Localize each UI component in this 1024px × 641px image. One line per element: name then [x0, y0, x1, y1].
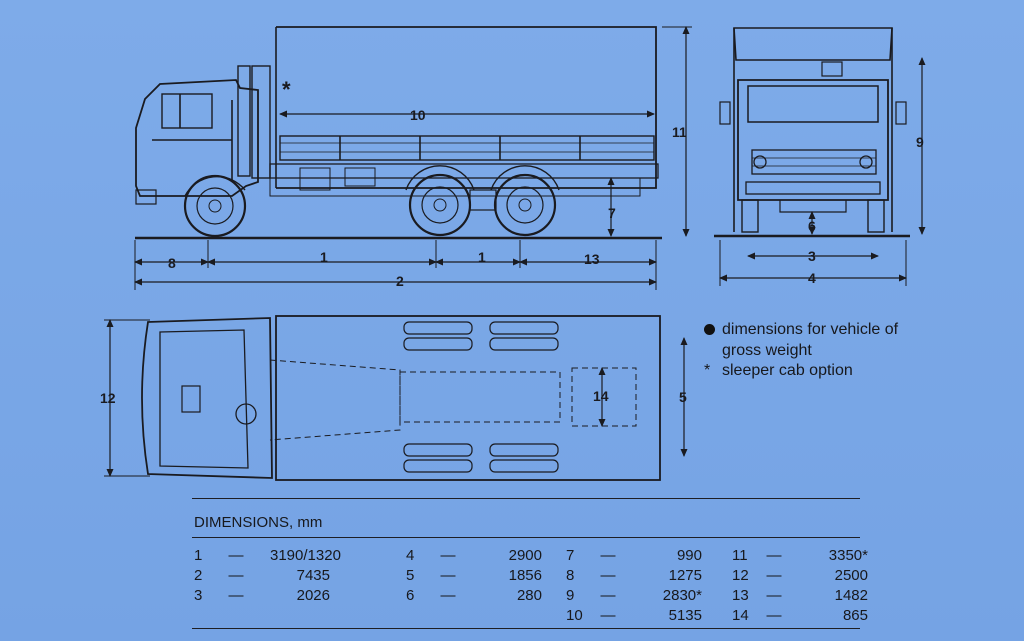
table-grid: 1 — 3190/1320 2 — 7435 3 — 2026 4 — 2900 5 — 1856 6 — 280…: [192, 538, 868, 624]
legend-line-2: gross weight: [722, 342, 812, 359]
dim-label-12: 12: [100, 390, 116, 406]
dimension-dash: —: [600, 547, 616, 564]
dimension-number: 13: [732, 587, 749, 604]
dimension-value: 865: [842, 607, 868, 624]
side-view: [134, 26, 692, 290]
front-view-dimension-labels: 9 6 3 4: [808, 134, 924, 286]
cab: [135, 79, 259, 197]
dimension-value: 1482: [834, 587, 868, 604]
exhaust-pipe: [237, 65, 251, 177]
dimension-number: 9: [566, 587, 575, 604]
dimension-value: 1856: [508, 567, 542, 584]
frame-outline: [399, 371, 561, 423]
fuel-tank: [299, 167, 331, 191]
legend-line-1: dimensions for vehicle of: [722, 321, 899, 338]
table-title-rule: [192, 537, 860, 538]
dimension-dash: —: [766, 607, 782, 624]
top-cargo-body: [275, 315, 661, 481]
table-bottom-rule: [192, 628, 860, 629]
dimension-dash: —: [766, 547, 782, 564]
table-top-rule: [192, 498, 860, 499]
dimension-value: 990: [676, 547, 702, 564]
dim-label-5: 5: [679, 389, 687, 405]
dimension-number: 14: [732, 607, 749, 624]
dim-label-11: 11: [672, 124, 687, 140]
dimension-number: 7: [566, 547, 575, 564]
dimension-number: 1: [194, 547, 203, 564]
dimension-value: 2026: [296, 587, 330, 604]
bullet-icon: [704, 324, 715, 335]
dim-label-4: 4: [808, 270, 816, 286]
side-board: [279, 135, 655, 161]
dimension-value: 280: [516, 587, 542, 604]
dimension-dash: —: [600, 607, 616, 624]
beacon: [821, 61, 843, 77]
dimension-number: 5: [406, 567, 415, 584]
top-view: [104, 315, 688, 481]
dim-label-14: 14: [593, 388, 609, 404]
dimension-number: 2: [194, 567, 203, 584]
dim-label-13: 13: [584, 251, 600, 267]
table-title: DIMENSIONS, mm: [194, 514, 323, 531]
front-cargo-body: [733, 27, 893, 61]
front-wheel: [183, 174, 247, 238]
dim-label-1a: 1: [320, 249, 328, 265]
cab-window: [161, 93, 213, 129]
dimension-number: 10: [566, 607, 583, 624]
dim-label-2: 2: [396, 273, 404, 289]
dimension-value: 2900: [508, 547, 542, 564]
legend: dimensions for vehicle of gross weight *…: [704, 320, 898, 381]
dimension-number: 11: [732, 547, 748, 564]
dimension-dash: —: [440, 547, 456, 564]
dimension-dash: —: [600, 567, 616, 584]
dimension-number: 6: [406, 587, 415, 604]
dim-label-8: 8: [168, 255, 176, 271]
dim-label-6: 6: [808, 218, 816, 234]
top-wheels: [403, 321, 559, 473]
air-intake: [251, 65, 271, 179]
sleeper-star-mark: *: [282, 77, 291, 102]
dimension-number: 8: [566, 567, 575, 584]
front-view: [714, 27, 926, 286]
windshield: [747, 85, 879, 123]
dimension-dash: —: [228, 587, 244, 604]
legend-star: *: [704, 362, 711, 379]
dimension-number: 4: [406, 547, 415, 564]
dimension-value: 3350*: [828, 547, 868, 564]
dimension-dash: —: [440, 587, 456, 604]
rear-wheel-2: [490, 165, 560, 237]
dimension-dash: —: [440, 567, 456, 584]
dimension-number: 12: [732, 567, 749, 584]
dimension-value: 7435: [296, 567, 330, 584]
dimension-value: 2500: [834, 567, 868, 584]
front-cab: [737, 79, 889, 201]
dimension-dash: —: [766, 587, 782, 604]
dimension-dash: —: [228, 567, 244, 584]
top-cab: [141, 317, 273, 479]
dim-label-3: 3: [808, 248, 816, 264]
dimension-dash: —: [228, 547, 244, 564]
dimension-value: 1275: [668, 567, 702, 584]
dimension-dash: —: [600, 587, 616, 604]
dimension-value: 2830*: [662, 587, 702, 604]
bumper: [745, 181, 881, 195]
dimension-dash: —: [766, 567, 782, 584]
side-view-dimension-labels: 10 11 7 8 1 1 13 2 *: [168, 77, 687, 289]
dimension-value: 5135: [668, 607, 702, 624]
dim-label-1b: 1: [478, 249, 486, 265]
dimension-value: 3190/1320: [270, 547, 341, 564]
top-view-dimension-labels: 12 14 5: [100, 388, 687, 406]
dim-label-7: 7: [608, 205, 616, 221]
rear-wheel-1: [405, 165, 475, 237]
dim-label-10: 10: [410, 107, 426, 123]
legend-line-3: sleeper cab option: [722, 362, 853, 379]
grille: [751, 149, 877, 175]
dimensions-table: DIMENSIONS, mm 1 — 3190/1320 2 — 7435 3 — 2026 4 —…: [192, 498, 868, 624]
dim-label-9: 9: [916, 134, 924, 150]
dimension-number: 3: [194, 587, 203, 604]
